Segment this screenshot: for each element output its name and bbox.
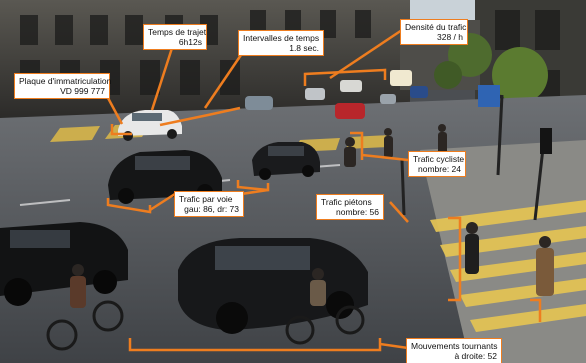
lane-traffic-value: gau: 86, dr: 73 bbox=[184, 204, 239, 214]
time-intervals-label: Intervalles de temps 1.8 sec. bbox=[238, 30, 324, 56]
plate-label: Plaque d'immatriculation VD 999 777 bbox=[14, 73, 112, 99]
plate-title: Plaque d'immatriculation bbox=[19, 76, 112, 86]
turning-movements-label: Mouvements tournants à droite: 52 bbox=[406, 338, 502, 363]
traffic-density-value: 328 / h bbox=[437, 32, 463, 42]
lane-traffic-title: Trafic par voie bbox=[179, 194, 233, 204]
turning-movements-value: à droite: 52 bbox=[454, 351, 497, 361]
cyclist-traffic-title: Trafic cycliste bbox=[413, 154, 465, 164]
time-intervals-value: 1.8 sec. bbox=[289, 43, 319, 53]
travel-time-title: Temps de trajet bbox=[148, 27, 207, 37]
plate-value: VD 999 777 bbox=[60, 86, 105, 96]
cyclist-traffic-value: nombre: 24 bbox=[418, 164, 461, 174]
pedestrian-traffic-value: nombre: 56 bbox=[336, 207, 379, 217]
turning-movements-title: Mouvements tournants bbox=[411, 341, 498, 351]
traffic-density-title: Densité du trafic bbox=[405, 22, 467, 32]
pedestrian-traffic-label: Trafic piétons nombre: 56 bbox=[316, 194, 384, 220]
lane-traffic-label: Trafic par voie gau: 86, dr: 73 bbox=[174, 191, 244, 217]
traffic-density-label: Densité du trafic 328 / h bbox=[400, 19, 468, 45]
time-intervals-title: Intervalles de temps bbox=[243, 33, 320, 43]
travel-time-value: 6h12s bbox=[178, 37, 202, 47]
travel-time-label: Temps de trajet 6h12s bbox=[143, 24, 207, 50]
pedestrian-traffic-title: Trafic piétons bbox=[321, 197, 372, 207]
cyclist-traffic-label: Trafic cycliste nombre: 24 bbox=[408, 151, 466, 177]
